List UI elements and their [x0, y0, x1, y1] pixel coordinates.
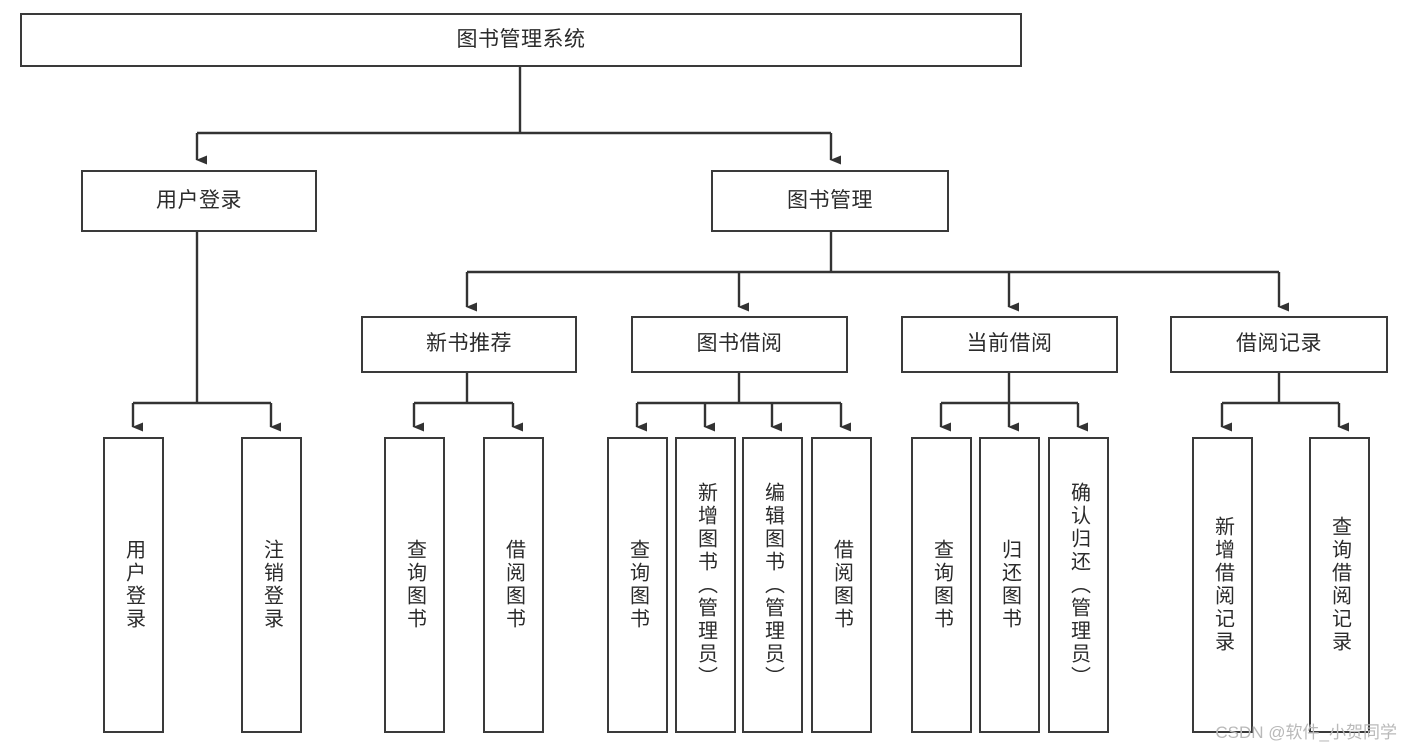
node-book-borrow[interactable]: 图书借阅 — [631, 316, 848, 373]
node-label: 图书管理 — [787, 188, 873, 212]
node-label: 查询图书 — [930, 539, 953, 631]
leaf-node-query-book-current[interactable]: 查询图书 — [911, 437, 972, 733]
leaf-node-query-book-recommend[interactable]: 查询图书 — [384, 437, 445, 733]
node-label: 归还图书 — [998, 539, 1021, 631]
leaf-node-logout-login[interactable]: 注销登录 — [241, 437, 302, 733]
leaf-node-query-borrow-record[interactable]: 查询借阅记录 — [1309, 437, 1370, 733]
leaf-node-edit-book[interactable]: 编辑图书（管理员） — [742, 437, 803, 733]
node-current-borrow[interactable]: 当前借阅 — [901, 316, 1118, 373]
watermark-text: CSDN @软件_小贺同学 — [1215, 723, 1397, 742]
leaf-node-return-book[interactable]: 归还图书 — [979, 437, 1040, 733]
node-label: 用户登录 — [156, 188, 242, 212]
node-label: 确认归还（管理员） — [1067, 481, 1090, 689]
node-label: 查询图书 — [626, 539, 649, 631]
node-label: 图书管理系统 — [456, 27, 586, 51]
leaf-node-user-login[interactable]: 用户登录 — [103, 437, 164, 733]
leaf-node-query-book-borrow[interactable]: 查询图书 — [607, 437, 668, 733]
node-label: 借阅记录 — [1236, 332, 1322, 356]
leaf-node-borrow-book[interactable]: 借阅图书 — [811, 437, 872, 733]
leaf-node-borrow-book-recommend[interactable]: 借阅图书 — [483, 437, 544, 733]
node-root-book-management-system[interactable]: 图书管理系统 — [20, 13, 1022, 67]
node-label: 新增借阅记录 — [1211, 516, 1234, 654]
node-borrow-record[interactable]: 借阅记录 — [1170, 316, 1388, 373]
leaf-node-add-book[interactable]: 新增图书（管理员） — [675, 437, 736, 733]
node-user-login[interactable]: 用户登录 — [81, 170, 317, 232]
node-label: 编辑图书（管理员） — [761, 481, 784, 689]
node-label: 查询借阅记录 — [1328, 516, 1351, 654]
node-label: 借阅图书 — [502, 539, 525, 631]
node-label: 当前借阅 — [966, 332, 1053, 356]
leaf-node-add-borrow-record[interactable]: 新增借阅记录 — [1192, 437, 1253, 733]
node-label: 注销登录 — [260, 539, 283, 631]
node-label: 查询图书 — [403, 539, 426, 631]
leaf-node-confirm-return[interactable]: 确认归还（管理员） — [1048, 437, 1109, 733]
node-label: 用户登录 — [122, 539, 145, 631]
node-label: 图书借阅 — [696, 332, 783, 356]
node-label: 借阅图书 — [830, 539, 853, 631]
node-label: 新书推荐 — [426, 332, 512, 356]
node-book-management[interactable]: 图书管理 — [711, 170, 949, 232]
node-new-book-recommend[interactable]: 新书推荐 — [361, 316, 577, 373]
node-label: 新增图书（管理员） — [694, 481, 717, 689]
